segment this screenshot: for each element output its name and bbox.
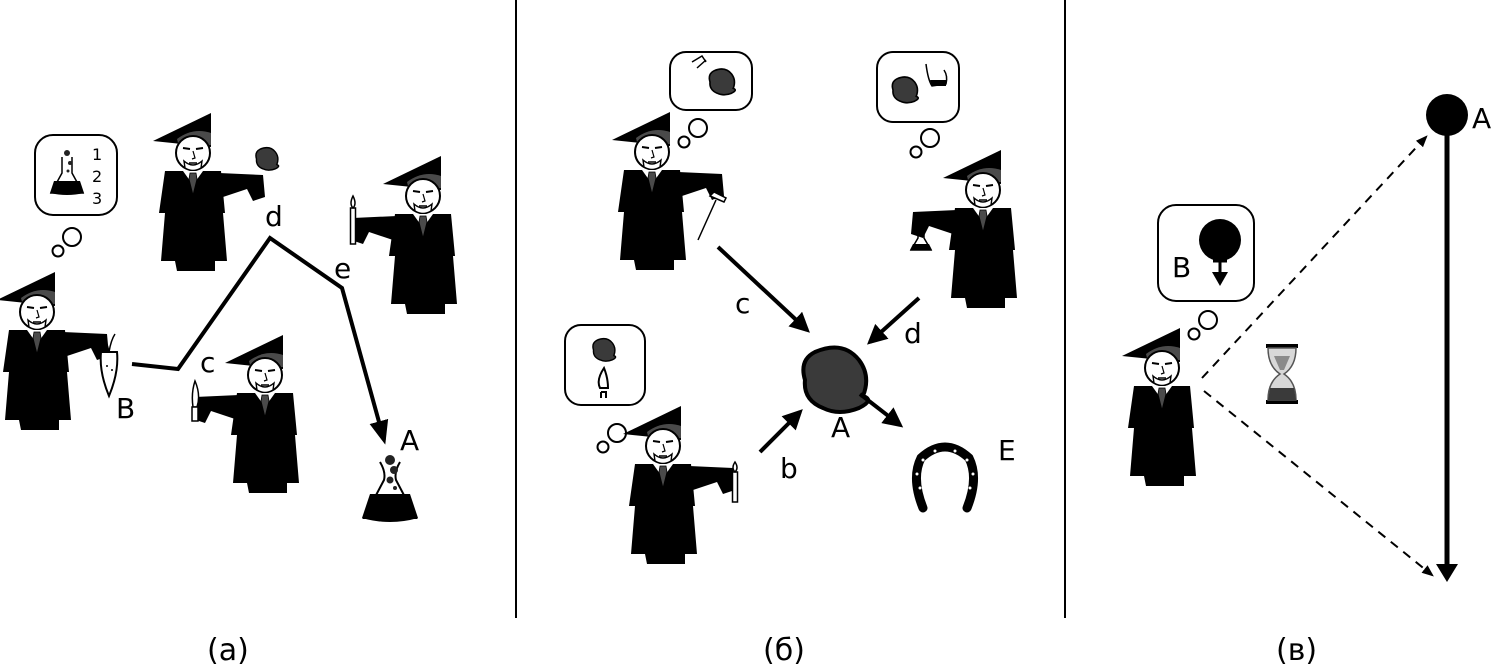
panel-c: B A (в) [1121, 94, 1491, 668]
label-e: e [334, 252, 351, 285]
scholar-observer [1121, 327, 1197, 487]
arrow-c [716, 245, 810, 333]
fall-arrowhead [1436, 564, 1458, 582]
arrow-e [858, 392, 904, 428]
thought-bubble-hammer [669, 51, 753, 111]
label-a: A [831, 411, 850, 444]
brush-icon [349, 194, 357, 245]
label-d: d [904, 317, 922, 350]
scholar-hammer [611, 111, 728, 271]
thought-bubble-flame [564, 324, 646, 406]
caption-c: (в) [1276, 633, 1317, 665]
caption-a: (а) [207, 633, 249, 665]
flask-icon [909, 228, 933, 251]
scholar-brush [349, 155, 458, 315]
ball-a [1426, 94, 1468, 136]
plan-step-1: 1 [92, 145, 102, 164]
label-c: c [200, 346, 215, 379]
sight-line-top [1201, 135, 1428, 379]
flame-icon [597, 365, 610, 398]
scholar-brush [622, 405, 739, 565]
hammer-icon [691, 54, 707, 69]
thought-label-b: B [1172, 251, 1191, 284]
rock-icon [255, 146, 280, 171]
flask-icon [49, 150, 85, 195]
carrot-icon [99, 333, 119, 399]
label-b: b [780, 452, 798, 485]
label-b: B [116, 392, 135, 425]
label-c: c [735, 287, 750, 320]
panel-b: c d b A E (б) [564, 51, 1018, 668]
scholar-rock [152, 112, 280, 272]
scholar-knife [191, 334, 300, 494]
arrow-d [867, 296, 921, 345]
label-e: E [998, 434, 1016, 467]
plan-step-3: 3 [92, 189, 102, 208]
scholar-flask [909, 149, 1018, 309]
arrow-b [758, 409, 803, 454]
falling-ball-icon [1199, 219, 1241, 286]
plan-step-2: 2 [92, 167, 102, 186]
sight-line-bottom [1203, 390, 1434, 577]
horseshoe-icon [912, 442, 978, 513]
caption-b: (б) [763, 633, 805, 665]
label-a: A [400, 424, 419, 457]
target-flask-icon [362, 455, 418, 522]
thought-bubble-pour [876, 51, 960, 123]
thought-bubble-plan: 1 2 3 [34, 134, 118, 216]
thought-bubble-fall: B [1157, 204, 1255, 302]
hourglass-icon [1266, 344, 1298, 404]
rock-icon [801, 345, 871, 414]
knife-icon [191, 378, 200, 422]
hammer-icon [695, 191, 728, 242]
process-path [131, 235, 389, 445]
brush-icon [731, 460, 739, 503]
label-d: d [265, 200, 283, 233]
scholar-carrot [0, 271, 119, 431]
panel-a: 1 2 3 [0, 112, 458, 668]
label-a: A [1472, 102, 1491, 135]
